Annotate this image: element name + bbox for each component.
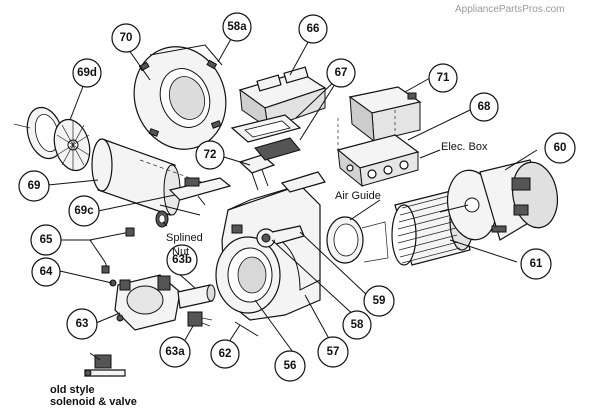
ignitor-gasket-part xyxy=(230,114,302,161)
callout-62: 62 xyxy=(210,339,240,369)
callout-circle xyxy=(222,12,252,42)
electrode-assembly-part xyxy=(159,177,232,216)
callout-70: 70 xyxy=(111,23,141,53)
callout-number: 63b xyxy=(172,254,192,266)
callout-58a: 58a xyxy=(222,12,252,42)
callout-number: 65 xyxy=(40,234,53,246)
callout-number: 59 xyxy=(373,295,386,307)
motor-part xyxy=(439,159,559,241)
callout-circle xyxy=(342,310,372,340)
ignitor-wire-part xyxy=(234,321,259,337)
callout-64: 64 xyxy=(31,257,61,287)
callout-circle xyxy=(195,140,225,170)
callout-number: 69 xyxy=(28,180,41,192)
callout-circle xyxy=(72,58,102,88)
callout-57: 57 xyxy=(317,336,349,368)
oil-line-part xyxy=(89,227,135,274)
callout-number: 63 xyxy=(76,318,89,330)
callout-56: 56 xyxy=(274,350,306,382)
callout-circle xyxy=(317,336,349,368)
burner-housing-part xyxy=(215,184,321,321)
callout-67: 67 xyxy=(326,58,356,88)
callout-circle xyxy=(68,195,100,227)
fuel-pump-part xyxy=(109,274,181,331)
callout-circle xyxy=(18,170,50,202)
air-guide-part xyxy=(326,216,389,264)
callout-65: 65 xyxy=(30,224,62,256)
watermark: AppliancePartsPros.com xyxy=(455,4,565,15)
callout-circle xyxy=(31,257,61,287)
primary-control-part xyxy=(348,86,422,143)
old-style-label-line2: solenoid & valve xyxy=(50,396,137,408)
callout-63: 63 xyxy=(66,308,98,340)
callout-63b: 63b xyxy=(166,244,198,276)
elec-box-label: Elec. Box xyxy=(441,141,488,153)
callout-number: 67 xyxy=(335,67,348,79)
leader-lines xyxy=(47,29,538,361)
mounting-flange-part xyxy=(133,44,227,150)
callout-number: 69d xyxy=(77,67,97,79)
callout-circle xyxy=(66,308,98,340)
callout-66: 66 xyxy=(298,14,328,44)
splined-nut-label-line2: Nut xyxy=(172,246,189,258)
callout-60: 60 xyxy=(544,132,576,164)
callout-61: 61 xyxy=(520,248,552,280)
solenoid-coil-part xyxy=(187,311,213,327)
ignitor-bracket-part xyxy=(238,154,276,191)
callout-number: 56 xyxy=(284,360,297,372)
splined-nut-label-line1: Splined xyxy=(166,232,203,244)
gasket-ring-part xyxy=(13,106,64,160)
callout-59: 59 xyxy=(363,285,395,317)
callout-63a: 63a xyxy=(159,336,191,368)
callout-number: 57 xyxy=(327,346,340,358)
old-style-label-line1: old style xyxy=(50,384,95,396)
air-guide-label: Air Guide xyxy=(335,190,381,202)
callout-labels: 70 58a 66 69d 67 71 68 60 72 69 69c 65 63b 64 63 63a 62 5… xyxy=(18,12,576,382)
splined-nut-part xyxy=(155,210,169,228)
callout-circle xyxy=(469,92,499,122)
callout-circle xyxy=(274,350,306,382)
callout-71: 71 xyxy=(428,63,458,93)
callout-circle xyxy=(111,23,141,53)
callout-circle xyxy=(520,248,552,280)
air-shutter-part xyxy=(256,225,305,248)
callout-number: 61 xyxy=(530,258,543,270)
callout-number: 58 xyxy=(351,319,364,331)
cover-plate-part xyxy=(280,171,326,193)
callout-number: 68 xyxy=(478,101,491,113)
callout-circle xyxy=(428,63,458,93)
callout-number: 64 xyxy=(40,266,53,278)
callout-69d: 69d xyxy=(72,58,102,88)
callout-circle xyxy=(159,336,191,368)
blower-wheel-part xyxy=(391,189,475,266)
callout-circle xyxy=(363,285,395,317)
old-style-solenoid-part xyxy=(84,354,126,377)
callout-number: 63a xyxy=(165,346,185,358)
callout-69: 69 xyxy=(18,170,50,202)
callout-72: 72 xyxy=(195,140,225,170)
callout-circle xyxy=(298,14,328,44)
callout-circle xyxy=(544,132,576,164)
callout-68: 68 xyxy=(469,92,499,122)
callout-circle xyxy=(30,224,62,256)
callout-circle xyxy=(166,244,198,276)
pump-coupling-part xyxy=(177,284,216,309)
callout-circle xyxy=(210,339,240,369)
callout-number: 66 xyxy=(307,23,320,35)
callout-circle xyxy=(326,58,356,88)
callout-number: 58a xyxy=(227,21,247,33)
callout-69c: 69c xyxy=(68,195,100,227)
callout-number: 60 xyxy=(554,142,567,154)
callout-number: 62 xyxy=(219,348,232,360)
electrical-box-part xyxy=(336,110,420,188)
retention-disc-part xyxy=(53,118,91,172)
callout-number: 69c xyxy=(74,205,94,217)
callout-number: 71 xyxy=(437,72,450,84)
callout-number: 70 xyxy=(120,32,133,44)
callout-number: 72 xyxy=(204,149,217,161)
callout-58: 58 xyxy=(342,310,372,340)
